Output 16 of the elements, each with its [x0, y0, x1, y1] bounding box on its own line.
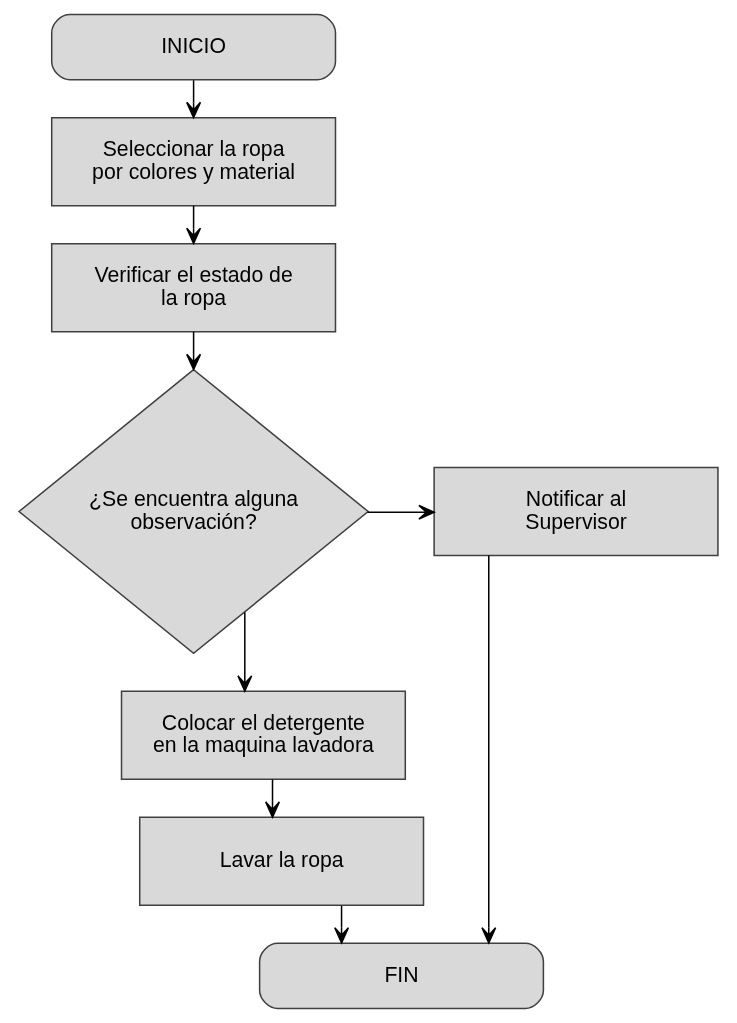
- node-box: Verificar el estado de la ropa: [50, 242, 337, 333]
- arrow: [186, 205, 202, 245]
- arrow: [264, 778, 281, 818]
- arrow: [481, 554, 497, 944]
- node-box: INICIO: [50, 13, 337, 81]
- node-box: Lavar la ropa: [138, 816, 425, 907]
- arrow: [333, 905, 350, 944]
- node-box: Colocar el detergente en la maquina lavadora: [120, 690, 407, 781]
- node-box: Seleccionar la ropa por colores y material: [50, 116, 337, 207]
- node-box: FIN: [258, 942, 545, 1010]
- arrow: [366, 504, 435, 520]
- arrow: [186, 331, 202, 371]
- node-box: Notificar al Supervisor: [433, 466, 719, 557]
- arrow: [237, 611, 253, 692]
- arrow: [186, 79, 202, 119]
- node-diamond: ¿Se encuentra alguna observación?: [17, 368, 370, 655]
